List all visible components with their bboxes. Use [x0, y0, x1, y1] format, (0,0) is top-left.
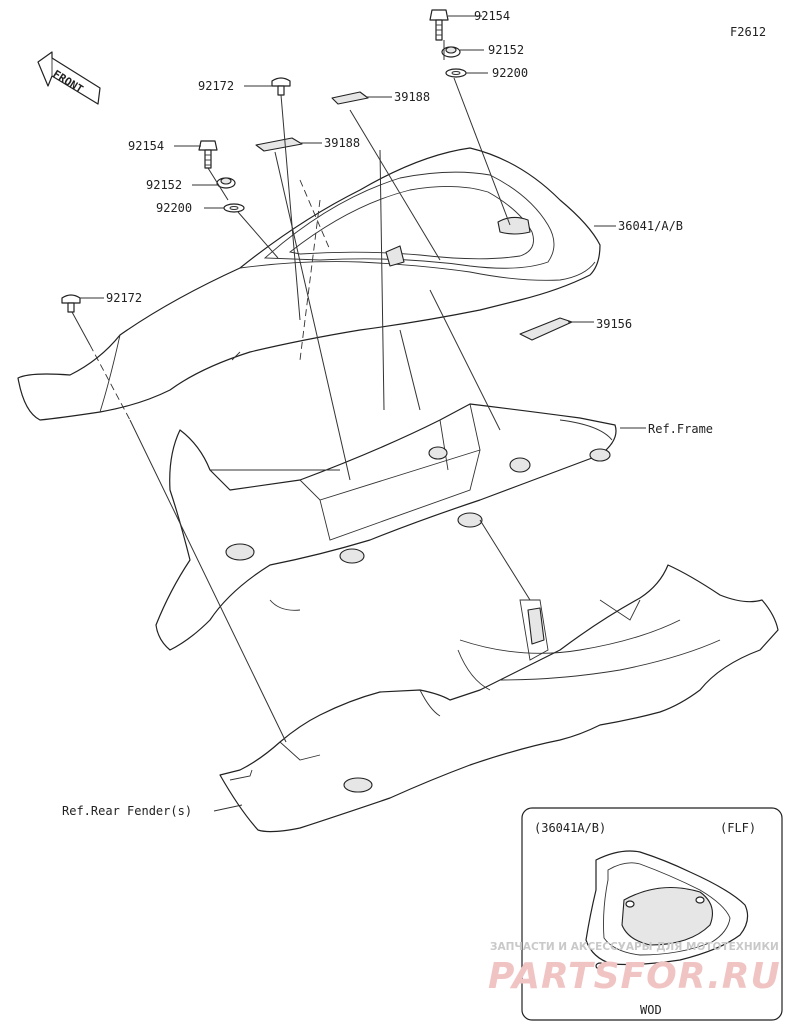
seat-cowl-36041: [17, 147, 601, 421]
bolt-92154-left: [198, 140, 218, 169]
callout-92152-top: 92152: [488, 43, 524, 57]
leader-lines: [71, 40, 531, 743]
inset-caption: WOD: [640, 1003, 662, 1017]
callout-92200-top: 92200: [492, 66, 528, 80]
watermark: ЗАПЧАСТИ И АКСЕССУАРЫ ДЛЯ МОТОТЕХНИКИ PA…: [488, 941, 781, 997]
callout-ref-frame: Ref.Frame: [648, 422, 713, 436]
washer-92200-top: [445, 68, 467, 78]
collar-92152-top: [441, 46, 461, 58]
callout-92154-top: 92154: [474, 9, 510, 23]
rear-fender: [219, 564, 779, 833]
callout-92200-left: 92200: [156, 201, 192, 215]
callout-ref-rear-fender: Ref.Rear Fender(s): [62, 804, 192, 818]
inset-variant-box: (36041A/B) (FLF) WOD: [521, 807, 783, 1021]
callout-92152-left: 92152: [146, 178, 182, 192]
bolt-92154-top: [429, 9, 449, 41]
callout-39156: 39156: [596, 317, 632, 331]
washer-92200-left: [223, 203, 245, 213]
callout-36041: 36041/A/B: [618, 219, 683, 233]
label-pad-39188-mid: [255, 137, 303, 152]
bolt-92172-top: [271, 77, 291, 96]
watermark-line2: PARTSFOR.RU: [488, 956, 781, 997]
watermark-line1: ЗАПЧАСТИ И АКСЕССУАРЫ ДЛЯ МОТОТЕХНИКИ: [490, 941, 779, 953]
inset-title-right: (FLF): [720, 821, 756, 835]
label-pad-39188-top: [331, 91, 369, 105]
rear-frame: [155, 403, 617, 651]
bolt-92172-left: [61, 294, 81, 313]
callout-39188-top: 39188: [394, 90, 430, 104]
front-arrow-icon: FRONT: [37, 51, 101, 105]
callout-92172-left: 92172: [106, 291, 142, 305]
callout-92154-left: 92154: [128, 139, 164, 153]
label-39156: [519, 317, 573, 341]
inset-seat-cowl: [585, 850, 749, 970]
callout-92172-top: 92172: [198, 79, 234, 93]
inset-title-left: (36041A/B): [534, 821, 606, 835]
figure-code: F2612: [730, 25, 766, 39]
callout-39188-mid: 39188: [324, 136, 360, 150]
